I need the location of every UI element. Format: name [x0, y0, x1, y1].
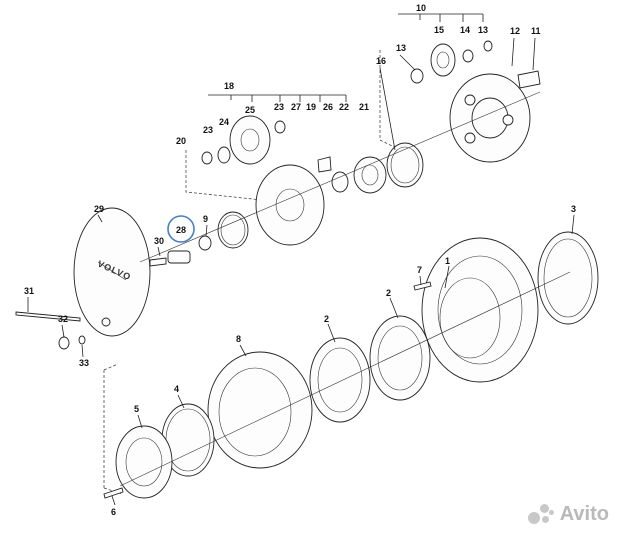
callout-20: 20	[176, 136, 186, 146]
washer-13	[410, 68, 424, 84]
planet-gear-15	[430, 43, 456, 77]
plug-32	[58, 336, 70, 350]
callout-31: 31	[24, 286, 34, 296]
planet-gear-25	[229, 115, 271, 165]
callout-7: 7	[417, 265, 422, 275]
needle-bearing-28	[167, 250, 191, 264]
callout-26: 26	[323, 102, 333, 112]
pin-30	[149, 257, 167, 267]
planet-carrier-19	[255, 164, 325, 246]
washer-23b	[274, 120, 286, 134]
housing-1	[421, 237, 539, 383]
highlight-circle	[167, 215, 195, 243]
bolt-7	[413, 281, 432, 291]
pin-26	[317, 156, 332, 173]
callout-11: 11	[531, 26, 541, 36]
callout-32: 32	[58, 314, 68, 324]
bearing-2a	[369, 315, 431, 401]
ring-9	[217, 211, 249, 249]
sun-gear-21	[353, 156, 387, 194]
callout-10: 10	[416, 3, 426, 13]
callout-25: 25	[245, 105, 255, 115]
callout-12: 12	[510, 26, 520, 36]
cover-plate-29	[73, 207, 151, 337]
plate-5	[115, 425, 173, 499]
washer-13b	[483, 40, 493, 52]
upper-planet-assembly	[15, 40, 541, 350]
callout-22: 22	[339, 102, 349, 112]
callout-23b: 23	[274, 102, 284, 112]
callout-21: 21	[359, 102, 369, 112]
callout-3: 3	[571, 204, 576, 214]
callout-30: 30	[154, 236, 164, 246]
callout-13b: 13	[478, 25, 488, 35]
callout-8: 8	[236, 334, 241, 344]
callout-24: 24	[219, 117, 229, 127]
watermark-text: Avito	[559, 503, 609, 525]
callout-13a: 13	[396, 43, 406, 53]
bolt-31	[15, 311, 81, 322]
callout-2a: 2	[386, 288, 391, 298]
washer-14	[462, 49, 474, 63]
ring-gear-8	[207, 351, 313, 469]
callout-29: 29	[94, 204, 104, 214]
callout-15: 15	[434, 25, 444, 35]
leader-lines	[27, 37, 575, 506]
washer-23	[201, 151, 213, 165]
callout-19: 19	[306, 102, 316, 112]
lower-housing-assembly	[103, 231, 599, 499]
watermark: Avito	[527, 503, 609, 526]
callout-6: 6	[111, 507, 116, 517]
callout-28: 28	[176, 225, 186, 235]
bolt-6	[103, 487, 124, 499]
callout-labels: 1 2 2 3 4 5 6 7 8 9 10 11 12 13 13 14 15…	[24, 3, 576, 517]
callout-27: 27	[291, 102, 301, 112]
bearing-2b	[309, 337, 371, 423]
bearing-24	[217, 146, 231, 164]
callout-2b: 2	[324, 314, 329, 324]
callout-5: 5	[134, 404, 139, 414]
callout-33: 33	[79, 358, 89, 368]
washer-22	[331, 171, 349, 193]
callout-9: 9	[203, 214, 208, 224]
callout-1: 1	[445, 256, 450, 266]
pin-11	[517, 70, 541, 89]
callout-18: 18	[224, 81, 234, 91]
callout-23a: 23	[203, 125, 213, 135]
seal-ring-3	[537, 231, 599, 325]
callout-14: 14	[460, 25, 470, 35]
ring-16	[386, 142, 424, 188]
seal-33	[78, 335, 86, 345]
callout-16: 16	[376, 56, 386, 66]
avito-logo-icon	[527, 503, 554, 526]
callout-4: 4	[174, 384, 179, 394]
